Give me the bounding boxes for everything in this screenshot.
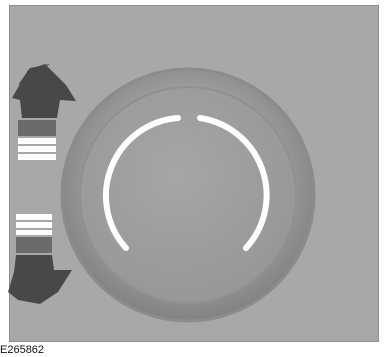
figure-reference-code: E265862 [0,344,46,357]
rotary-control-knob-icon [62,69,314,321]
rotate-down-arrow-icon [8,214,72,304]
knob-face [80,87,296,303]
rotate-up-arrow-icon [12,64,76,160]
